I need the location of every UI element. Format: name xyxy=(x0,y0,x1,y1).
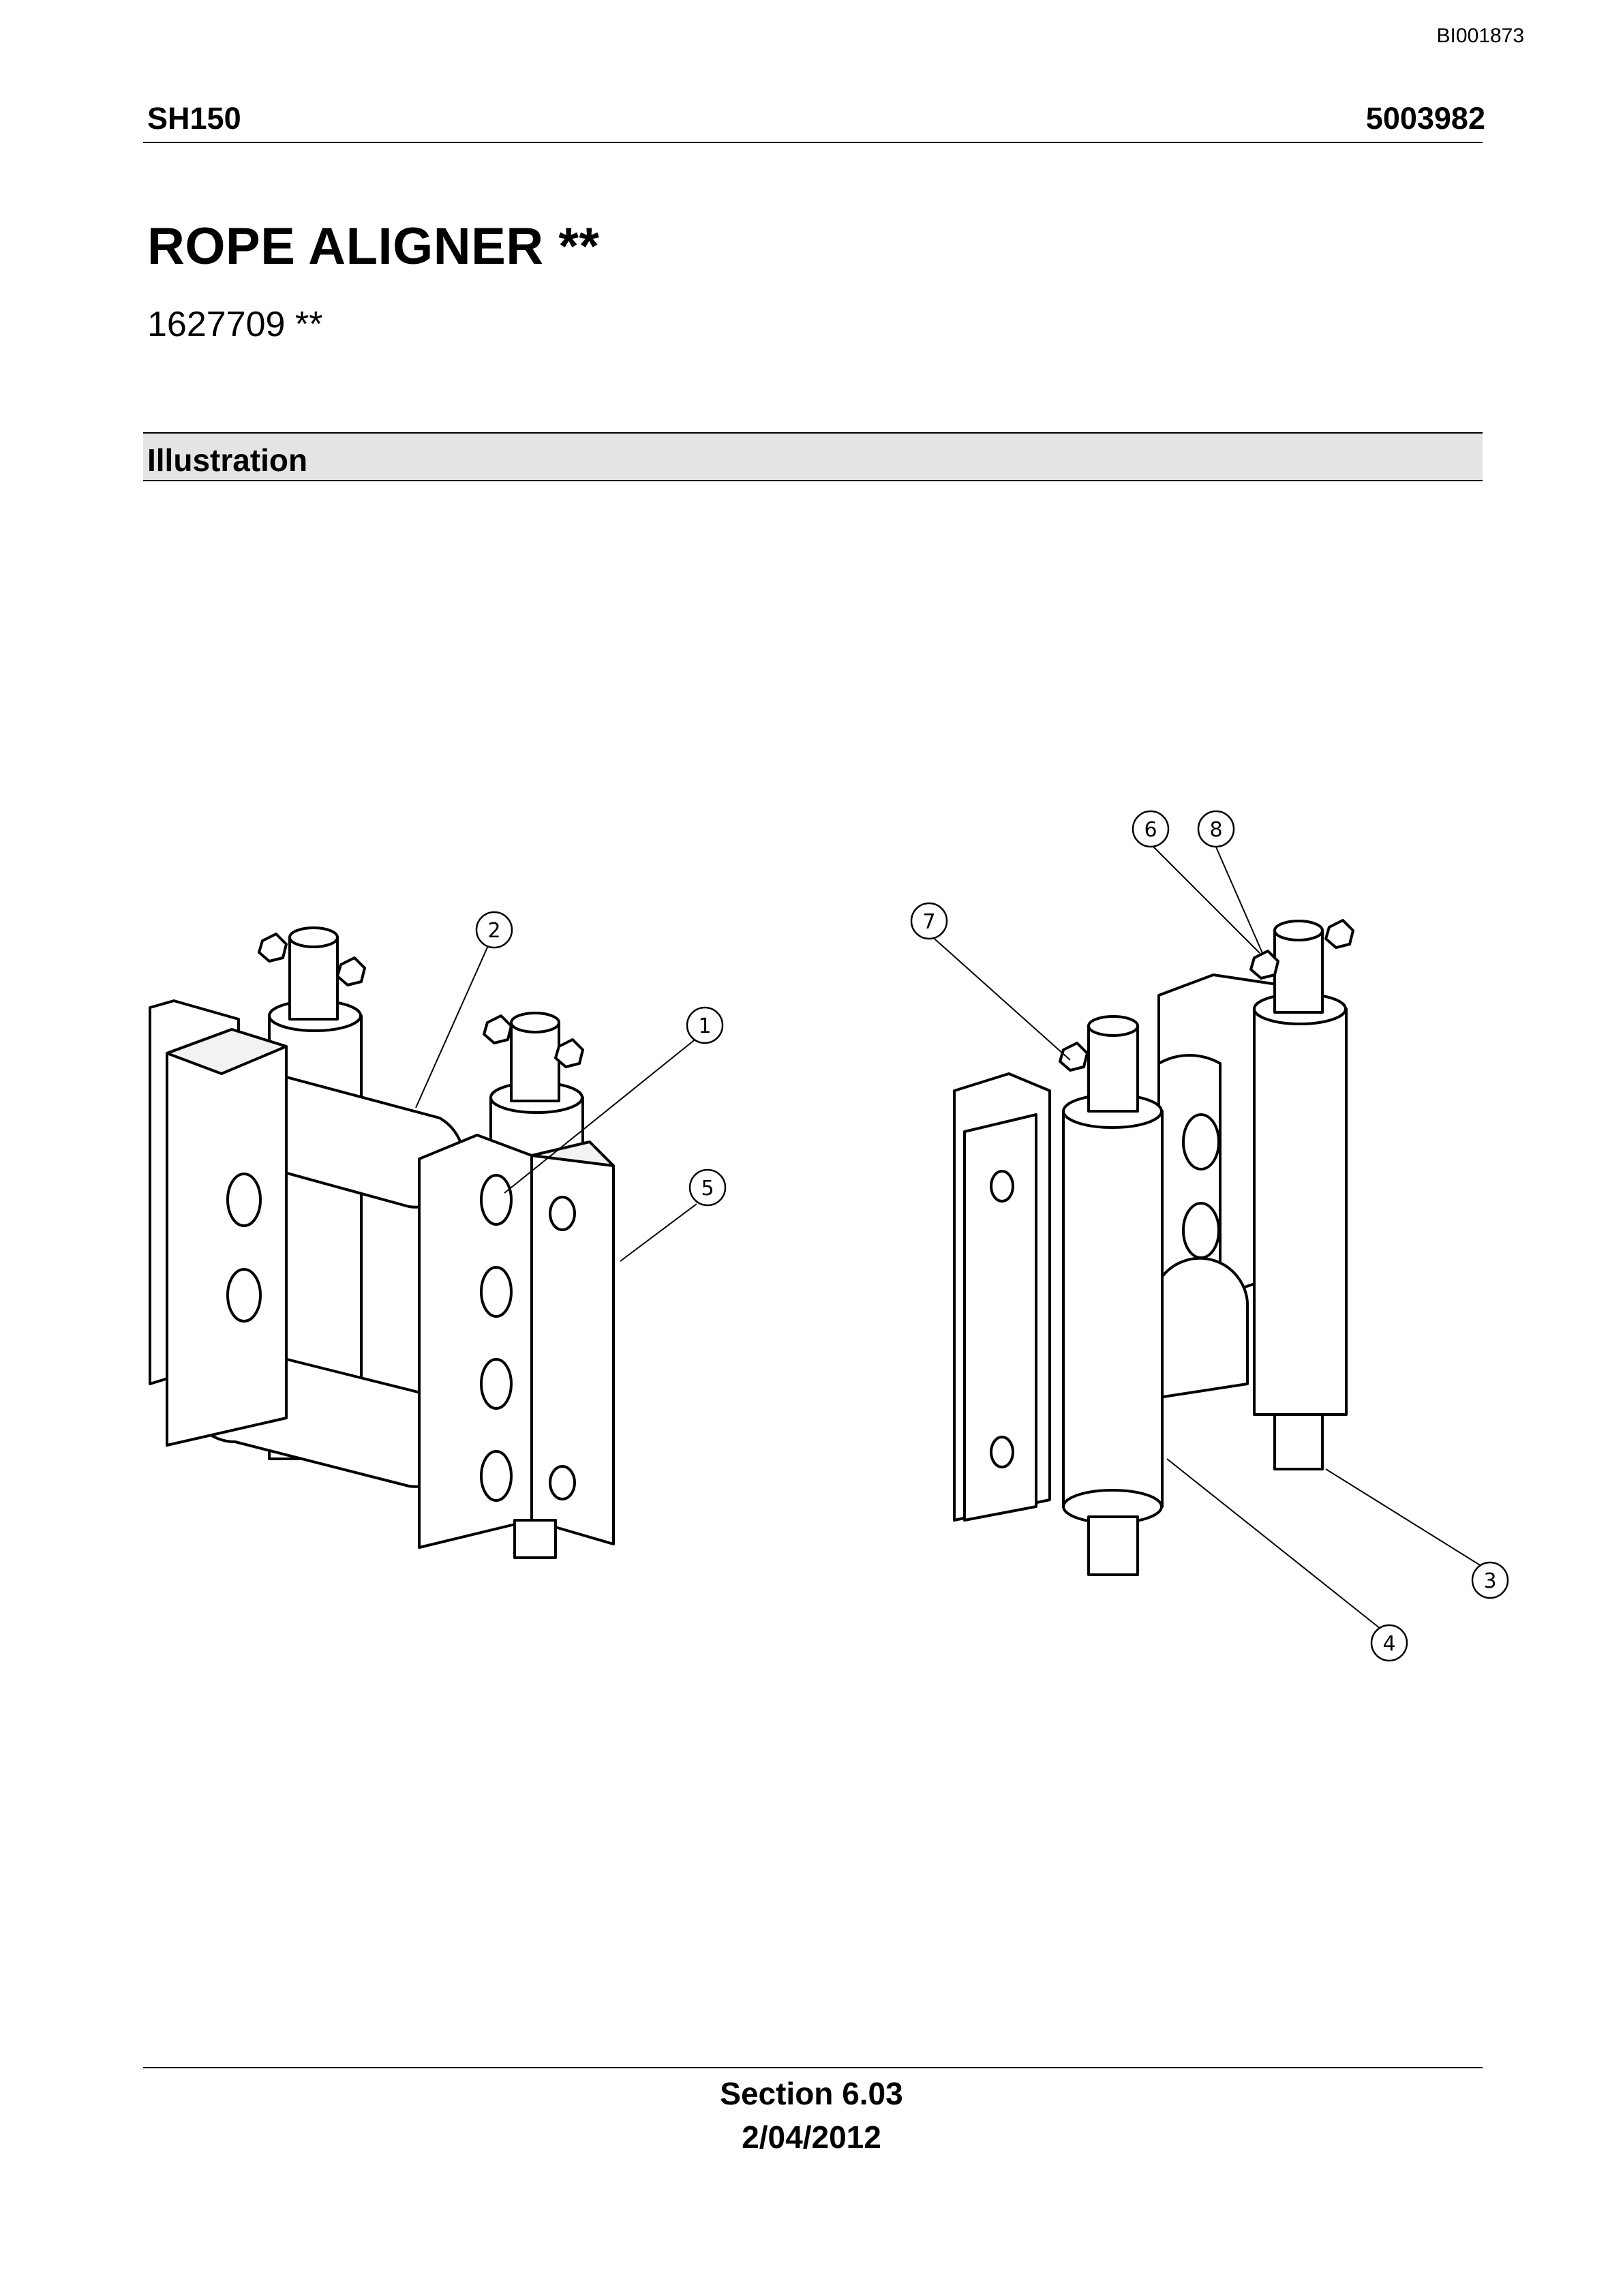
left-view-assembly xyxy=(149,926,615,1559)
callout-1-label: 1 xyxy=(698,1014,711,1038)
callout-3: 3 xyxy=(1471,1561,1509,1599)
callout-5: 5 xyxy=(688,1168,727,1207)
callout-8: 8 xyxy=(1197,810,1235,848)
header-rule xyxy=(143,142,1483,143)
rope-aligner-drawing: 1 2 3 4 5 6 7 8 xyxy=(149,810,1509,1662)
section-heading-bar: Illustration xyxy=(143,432,1483,481)
right-view-assembly xyxy=(953,919,1354,1576)
footer-section: Section 6.03 xyxy=(720,2076,903,2111)
callout-7-label: 7 xyxy=(922,910,935,934)
page-title: ROPE ALIGNER ** xyxy=(147,217,600,275)
callout-4-label: 4 xyxy=(1382,1632,1395,1656)
callout-3-label: 3 xyxy=(1483,1569,1496,1593)
callout-7: 7 xyxy=(910,902,948,940)
document-number: 5003982 xyxy=(1365,101,1485,136)
footer-date: 2/04/2012 xyxy=(742,2119,881,2155)
part-number: 1627709 ** xyxy=(147,305,323,344)
callout-2: 2 xyxy=(475,911,513,949)
callout-4: 4 xyxy=(1370,1624,1408,1662)
callout-6: 6 xyxy=(1132,810,1170,848)
callout-1: 1 xyxy=(686,1006,724,1044)
section-heading: Illustration xyxy=(147,442,308,478)
callout-8-label: 8 xyxy=(1209,818,1222,842)
footer-rule xyxy=(143,2067,1483,2068)
leader-lines xyxy=(415,843,1487,1632)
callout-6-label: 6 xyxy=(1144,818,1157,842)
document-id: BI001873 xyxy=(1436,25,1524,47)
callout-5-label: 5 xyxy=(701,1177,714,1200)
model-code: SH150 xyxy=(147,101,241,136)
callout-2-label: 2 xyxy=(487,919,500,943)
